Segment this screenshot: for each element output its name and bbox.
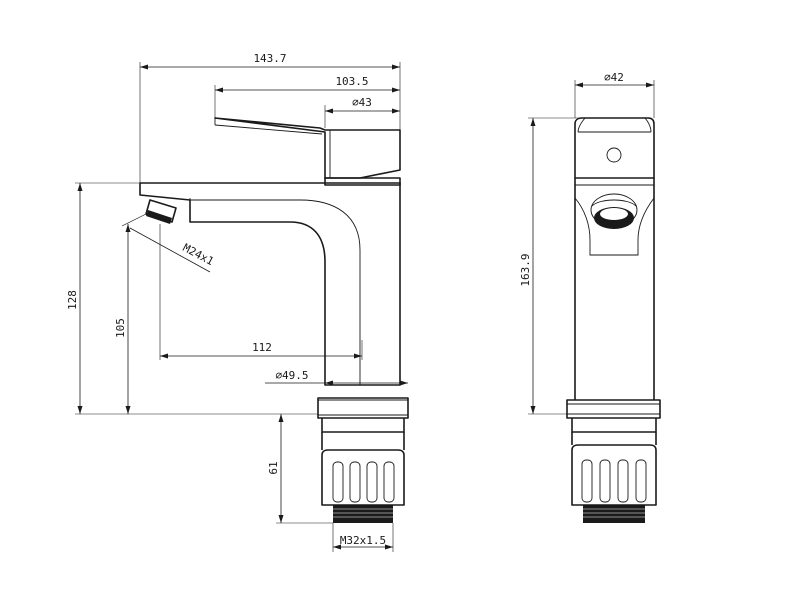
dim-lever-length: 103.5 — [335, 75, 368, 88]
aerator — [145, 199, 177, 224]
side-body — [574, 178, 655, 400]
shank-nut — [321, 432, 405, 523]
side-shank — [571, 432, 657, 523]
dim-total-height: 163.9 — [519, 253, 532, 286]
dim-shank-thread: M32x1.5 — [340, 534, 386, 547]
dim-aerator-height: 105 — [114, 318, 127, 338]
dim-body-diameter: ∅43 — [352, 96, 372, 109]
lever-handle — [214, 117, 401, 179]
front-view — [139, 117, 409, 523]
body-cap — [324, 177, 401, 186]
side-aerator — [590, 193, 638, 229]
side-view — [566, 117, 661, 523]
side-dimensions: ∅42 163.9 — [519, 71, 655, 415]
dim-overall-length: 143.7 — [253, 52, 286, 65]
base-ring — [317, 397, 409, 419]
dim-aerator-thread: M24x1 — [181, 241, 216, 268]
spout-body — [139, 182, 401, 386]
dim-shank-length: 61 — [267, 461, 280, 474]
dim-spout-reach: 112 — [252, 341, 272, 354]
side-base-ring — [566, 399, 661, 419]
dim-side-diameter: ∅42 — [604, 71, 624, 84]
dim-spout-height: 128 — [66, 290, 79, 310]
dim-base-diameter: ∅49.5 — [275, 369, 308, 382]
